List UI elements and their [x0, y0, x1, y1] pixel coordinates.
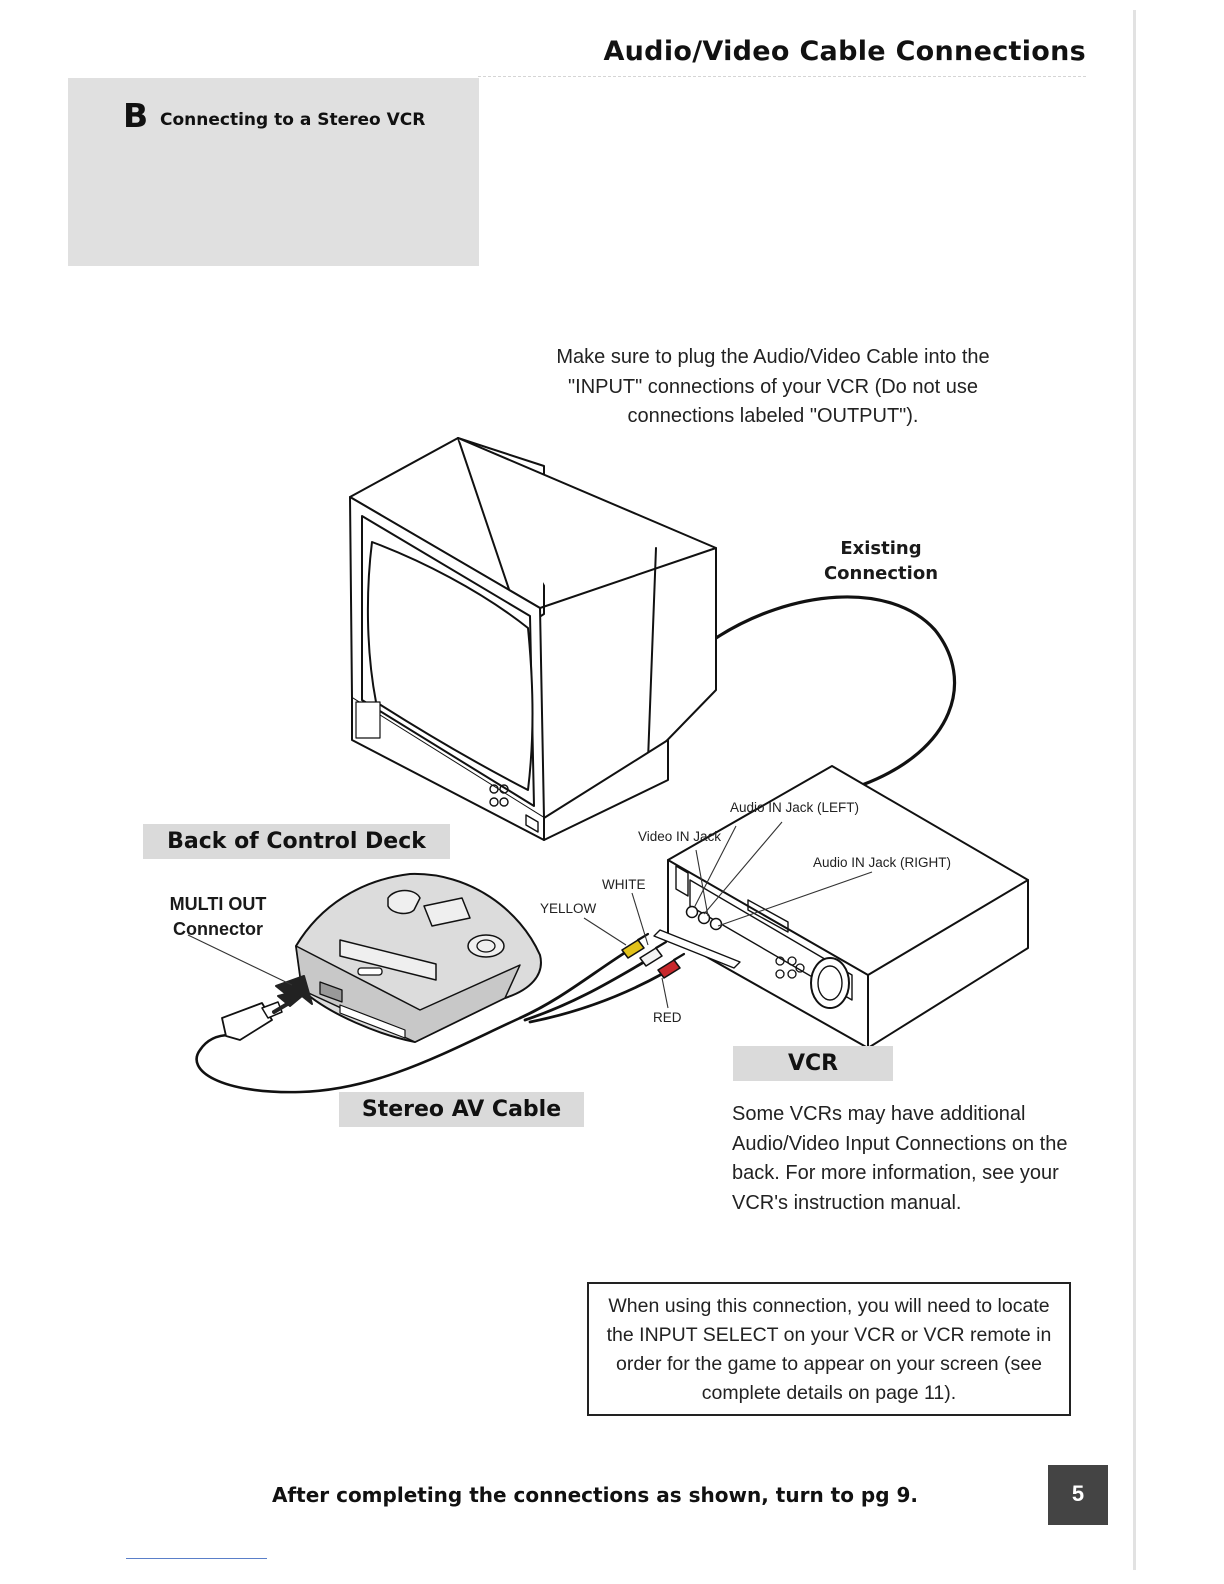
- video-in-label: Video IN Jack: [638, 829, 722, 844]
- cable-red: [528, 972, 664, 1024]
- header-rule: [478, 76, 1086, 77]
- vcr-label: VCR: [733, 1046, 893, 1081]
- white-plug-label: WHITE: [602, 877, 646, 892]
- existing-connection-line-2: Connection: [823, 563, 939, 584]
- television-illustration: [349, 437, 717, 841]
- page-title: Audio/Video Cable Connections: [603, 36, 1086, 67]
- multi-out-line-2: Connector: [173, 919, 263, 939]
- existing-connection-line-1: Existing: [840, 538, 922, 559]
- insert-arrow: [275, 975, 313, 1007]
- page-edge-line: [1133, 10, 1136, 1570]
- audio-in-left-label: Audio IN Jack (LEFT): [730, 800, 860, 815]
- existing-connection-cable: [714, 595, 957, 787]
- multi-out-connector-label: MULTI OUT Connector: [150, 892, 286, 942]
- input-select-note-box: When using this connection, you will nee…: [587, 1282, 1071, 1416]
- yellow-plug-label: YELLOW: [540, 901, 597, 916]
- intro-text: Make sure to plug the Audio/Video Cable …: [556, 346, 990, 427]
- input-select-note: When using this connection, you will nee…: [606, 1295, 1052, 1404]
- back-of-control-deck-label: Back of Control Deck: [143, 824, 450, 859]
- footer-instruction: After completing the connections as show…: [271, 1483, 919, 1507]
- section-title: Connecting to a Stereo VCR: [160, 110, 426, 130]
- cable-yellow: [518, 950, 628, 1020]
- section-letter: B: [123, 96, 149, 135]
- existing-connection-label: Existing Connection: [806, 536, 956, 586]
- red-plug-label: RED: [653, 1010, 682, 1025]
- bottom-rule: [126, 1558, 267, 1559]
- section-header-box: [68, 78, 479, 266]
- control-deck-illustration: [295, 872, 542, 1043]
- vcr-note: Some VCRs may have additional Audio/Vide…: [732, 1103, 1068, 1214]
- cable-white: [523, 960, 646, 1022]
- multi-out-line-1: MULTI OUT: [169, 894, 267, 914]
- stereo-av-cable-label: Stereo AV Cable: [339, 1092, 584, 1127]
- page-number-badge: 5: [1048, 1465, 1108, 1525]
- vcr-illustration: [653, 765, 1029, 1049]
- audio-in-right-label: Audio IN Jack (RIGHT): [813, 855, 952, 870]
- av-cable-loop: [195, 1016, 522, 1094]
